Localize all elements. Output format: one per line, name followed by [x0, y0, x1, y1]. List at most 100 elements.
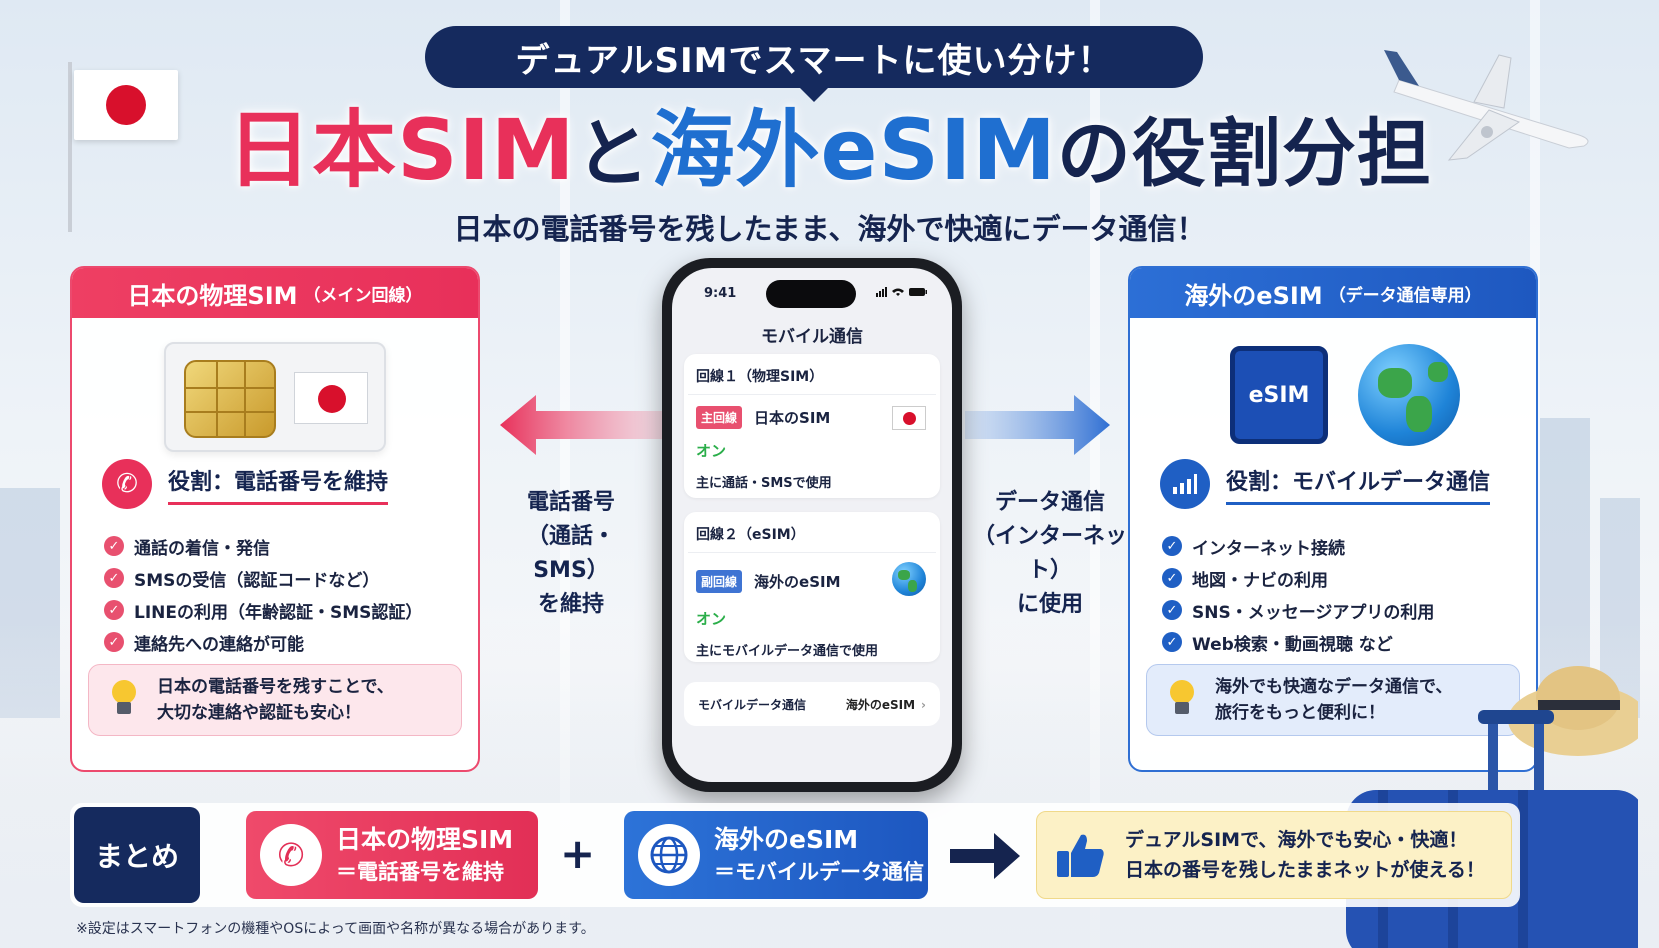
line2-section-title: 回線２（eSIM）: [696, 527, 805, 543]
overseas-esim-role: 役割：モバイルデータ通信: [1160, 458, 1506, 510]
secondary-line-badge: 副回線: [696, 570, 743, 593]
japan-flag-icon: [74, 70, 178, 140]
mobile-data-setting-row[interactable]: モバイルデータ通信 海外のeSIM›: [684, 682, 940, 726]
page-title: 日本SIMと海外eSIMの役割分担: [0, 100, 1659, 204]
line1-name: 日本のSIM: [754, 409, 831, 427]
summary-physical-sim-role: ＝電話番号を維持: [336, 860, 504, 884]
title-overseas-esim: 海外eSIM: [650, 101, 1057, 199]
line1-section-title: 回線１（物理SIM）: [696, 369, 824, 385]
line2-row: 副回線 海外のeSIM: [696, 570, 928, 593]
chevron-right-icon: ›: [921, 697, 926, 712]
check-icon: ✓: [1162, 600, 1182, 620]
mobile-data-label: モバイルデータ通信: [698, 697, 807, 712]
globe-icon: [1358, 344, 1460, 446]
physical-sim-feature-list: ✓通話の着信・発信 ✓SMSの受信（認証コードなど） ✓LINEの利用（年齢認証…: [104, 530, 458, 658]
overseas-esim-feature-list: ✓インターネット接続 ✓地図・ナビの利用 ✓SNS・メッセージアプリの利用 ✓W…: [1162, 530, 1516, 658]
list-item: ✓Web検索・動画視聴 など: [1162, 626, 1516, 658]
overseas-esim-note: 海外でも快適なデータ通信で、 旅行をもっと便利に！: [1146, 664, 1520, 736]
overseas-esim-card: 海外のeSIM （データ通信専用） eSIM 役割：モバイルデータ通信 ✓インタ…: [1128, 266, 1538, 772]
sim-chip-icon: [184, 360, 276, 438]
right-arrow-label: データ通信 （インターネット） に使用: [972, 490, 1127, 617]
physical-sim-title-note: （メイン回線）: [303, 285, 423, 306]
summary-physical-sim: ✆ 日本の物理SIM ＝電話番号を維持: [246, 811, 538, 899]
summary-overseas-esim: 海外のeSIM ＝モバイルデータ通信: [624, 811, 928, 899]
sim-card-illustration: [164, 342, 386, 452]
overseas-esim-note-line2: 旅行をもっと便利に！: [1215, 703, 1385, 723]
line1-card[interactable]: 回線１（物理SIM） 主回線 日本のSIM オン 主に通話・SMSで使用: [684, 354, 940, 498]
summary-overseas-esim-title: 海外のeSIM: [714, 825, 859, 854]
check-icon: ✓: [104, 536, 124, 556]
japan-flag-icon: [892, 406, 926, 430]
line2-status: オン: [696, 610, 727, 628]
line1-usage: 主に通話・SMSで使用: [696, 476, 832, 491]
page-subtitle: 日本の電話番号を残したまま、海外で快適にデータ通信！: [453, 212, 1206, 246]
physical-sim-header: 日本の物理SIM （メイン回線）: [72, 268, 478, 318]
left-arrow-label: 電話番号 （通話・SMS） を維持: [526, 490, 615, 617]
list-item: ✓インターネット接続: [1162, 530, 1516, 562]
arrow-right-icon: [950, 833, 1020, 879]
right-arrow-icon: [965, 395, 1110, 455]
check-icon: ✓: [104, 568, 124, 588]
sim-japan-flag-icon: [294, 372, 368, 424]
list-item: ✓連絡先への連絡が可能: [104, 626, 458, 658]
esim-chip-icon: eSIM: [1230, 346, 1328, 444]
check-icon: ✓: [104, 600, 124, 620]
flag-pole: [68, 62, 72, 232]
overseas-esim-role-text: 役割：モバイルデータ通信: [1226, 464, 1491, 505]
overseas-esim-title: 海外のeSIM: [1184, 281, 1323, 310]
physical-sim-note-line2: 大切な連絡や認証も安心！: [157, 703, 361, 723]
phone-screen: 9:41 モバイル通信 回線１（物理SIM） 主回線 日本のSIM オン 主に通…: [672, 268, 952, 782]
lightbulb-icon: [1167, 680, 1197, 720]
left-arrow-icon: [500, 395, 680, 455]
list-item: ✓SMSの受信（認証コードなど）: [104, 562, 458, 594]
title-connector: と: [575, 111, 651, 197]
overseas-esim-note-line1: 海外でも快適なデータ通信で、: [1215, 677, 1453, 697]
overseas-esim-header: 海外のeSIM （データ通信専用）: [1130, 268, 1536, 318]
phone-icon: ✆: [260, 824, 322, 886]
line2-name: 海外のeSIM: [754, 573, 841, 591]
primary-line-badge: 主回線: [696, 406, 743, 429]
check-icon: ✓: [1162, 632, 1182, 652]
line1-status: オン: [696, 442, 727, 460]
lightbulb-icon: [109, 680, 139, 720]
phone-icon: ✆: [102, 459, 152, 509]
dynamic-island: [766, 280, 856, 308]
line1-row: 主回線 日本のSIM: [696, 406, 928, 429]
check-icon: ✓: [1162, 568, 1182, 588]
plus-sign: +: [560, 829, 596, 878]
smartphone-mockup: 9:41 モバイル通信 回線１（物理SIM） 主回線 日本のSIM オン 主に通…: [662, 258, 962, 792]
physical-sim-role: ✆ 役割：電話番号を維持: [102, 458, 448, 510]
status-time: 9:41: [704, 286, 737, 301]
thumbs-up-icon: [1057, 834, 1104, 877]
headline-bubble: デュアルSIMでスマートに使い分け！: [425, 26, 1203, 102]
summary-tag: まとめ: [74, 807, 200, 903]
physical-sim-title: 日本の物理SIM: [127, 281, 298, 310]
physical-sim-note: 日本の電話番号を残すことで、 大切な連絡や認証も安心！: [88, 664, 462, 736]
summary-conclusion: デュアルSIMで、海外でも安心・快適！ 日本の番号を残したままネットが使える！: [1036, 811, 1512, 899]
status-icons: [876, 286, 928, 301]
physical-sim-role-text: 役割：電話番号を維持: [168, 464, 389, 505]
summary-bar: まとめ ✆ 日本の物理SIM ＝電話番号を維持 + 海外のeSIM ＝モバイルデ…: [70, 803, 1520, 907]
airplane-icon: [1384, 50, 1589, 161]
globe-icon: [638, 824, 700, 886]
line2-usage: 主にモバイルデータ通信で使用: [696, 644, 879, 659]
summary-conclusion-line1: デュアルSIMで、海外でも安心・快適！: [1125, 829, 1468, 851]
summary-conclusion-line2: 日本の番号を残したままネットが使える！: [1125, 859, 1485, 881]
summary-overseas-esim-role: ＝モバイルデータ通信: [714, 860, 924, 884]
physical-sim-note-line1: 日本の電話番号を残すことで、: [157, 677, 394, 697]
globe-icon: [892, 562, 926, 596]
check-icon: ✓: [104, 632, 124, 652]
overseas-esim-title-note: （データ通信専用）: [1328, 285, 1482, 306]
list-item: ✓SNS・メッセージアプリの利用: [1162, 594, 1516, 626]
title-role-split: の役割分担: [1056, 111, 1432, 197]
summary-physical-sim-title: 日本の物理SIM: [336, 825, 514, 854]
list-item: ✓通話の着信・発信: [104, 530, 458, 562]
signal-bars-icon: [1160, 459, 1210, 509]
physical-sim-card: 日本の物理SIM （メイン回線） ✆ 役割：電話番号を維持 ✓通話の着信・発信 …: [70, 266, 480, 772]
list-item: ✓地図・ナビの利用: [1162, 562, 1516, 594]
check-icon: ✓: [1162, 536, 1182, 556]
title-japan-sim: 日本SIM: [227, 101, 576, 199]
list-item: ✓LINEの利用（年齢認証・SMS認証）: [104, 594, 458, 626]
footnote: ※設定はスマートフォンの機種やOSによって画面や名称が異なる場合があります。: [76, 921, 595, 937]
line2-card[interactable]: 回線２（eSIM） 副回線 海外のeSIM オン 主にモバイルデータ通信で使用: [684, 512, 940, 662]
